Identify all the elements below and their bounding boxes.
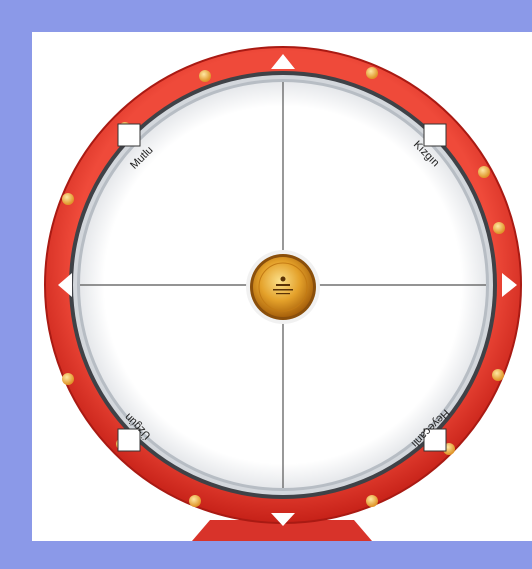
- rim-stud: [62, 373, 74, 385]
- rim-stud: [493, 222, 505, 234]
- rim-stud: [62, 193, 74, 205]
- segment-tab-top-right: [424, 124, 446, 146]
- segment-tab-top-left: [118, 124, 140, 146]
- hub-gold-disc: [253, 257, 313, 317]
- rim-stud: [366, 495, 378, 507]
- rim-stud: [492, 369, 504, 381]
- rim-stud: [199, 70, 211, 82]
- spin-wheel[interactable]: Mutlu Kızgın Heyecanlı Üzgün: [32, 32, 532, 541]
- rim-stud: [478, 166, 490, 178]
- center-hub-button[interactable]: [246, 250, 320, 324]
- rim-stud: [366, 67, 378, 79]
- rim-stud: [189, 495, 201, 507]
- game-stage: Mutlu Kızgın Heyecanlı Üzgün: [32, 32, 532, 541]
